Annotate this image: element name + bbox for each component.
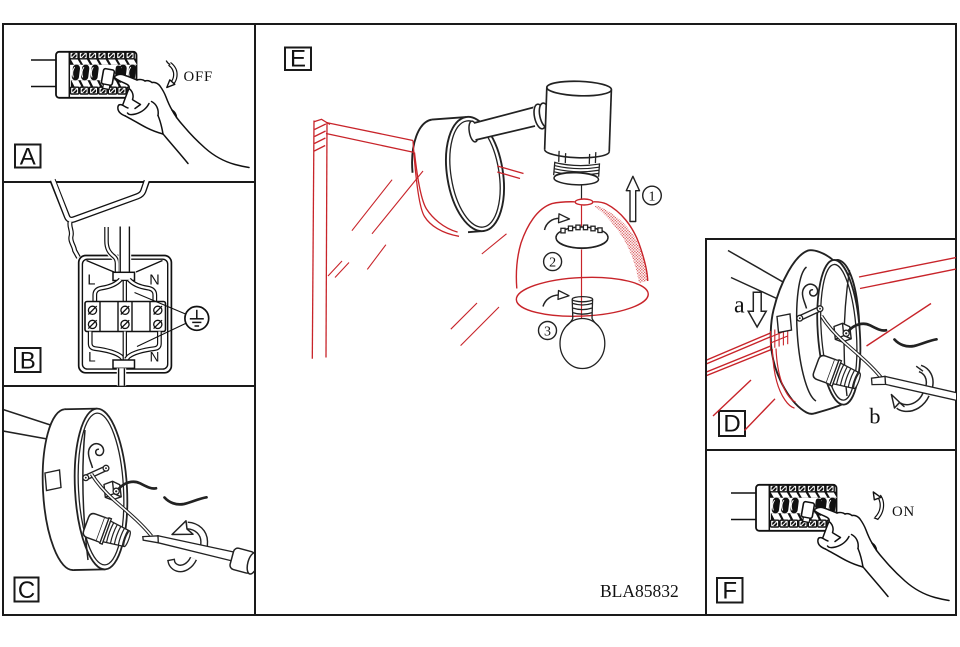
svg-text:1: 1 (649, 190, 656, 205)
svg-text:b: b (869, 403, 880, 428)
svg-text:BLA85832: BLA85832 (600, 581, 679, 601)
svg-text:L: L (88, 350, 96, 365)
svg-text:C: C (18, 577, 35, 604)
svg-text:3: 3 (544, 325, 551, 340)
svg-text:N: N (149, 272, 159, 288)
svg-text:A: A (20, 144, 36, 171)
svg-text:E: E (290, 46, 306, 73)
svg-text:OFF: OFF (184, 69, 214, 85)
svg-text:F: F (722, 578, 737, 605)
svg-text:B: B (20, 348, 36, 375)
svg-text:2: 2 (549, 256, 556, 271)
svg-text:N: N (150, 350, 160, 365)
svg-text:D: D (723, 411, 740, 438)
svg-text:a: a (734, 293, 745, 319)
svg-text:ON: ON (892, 504, 915, 520)
svg-text:L: L (87, 272, 95, 288)
